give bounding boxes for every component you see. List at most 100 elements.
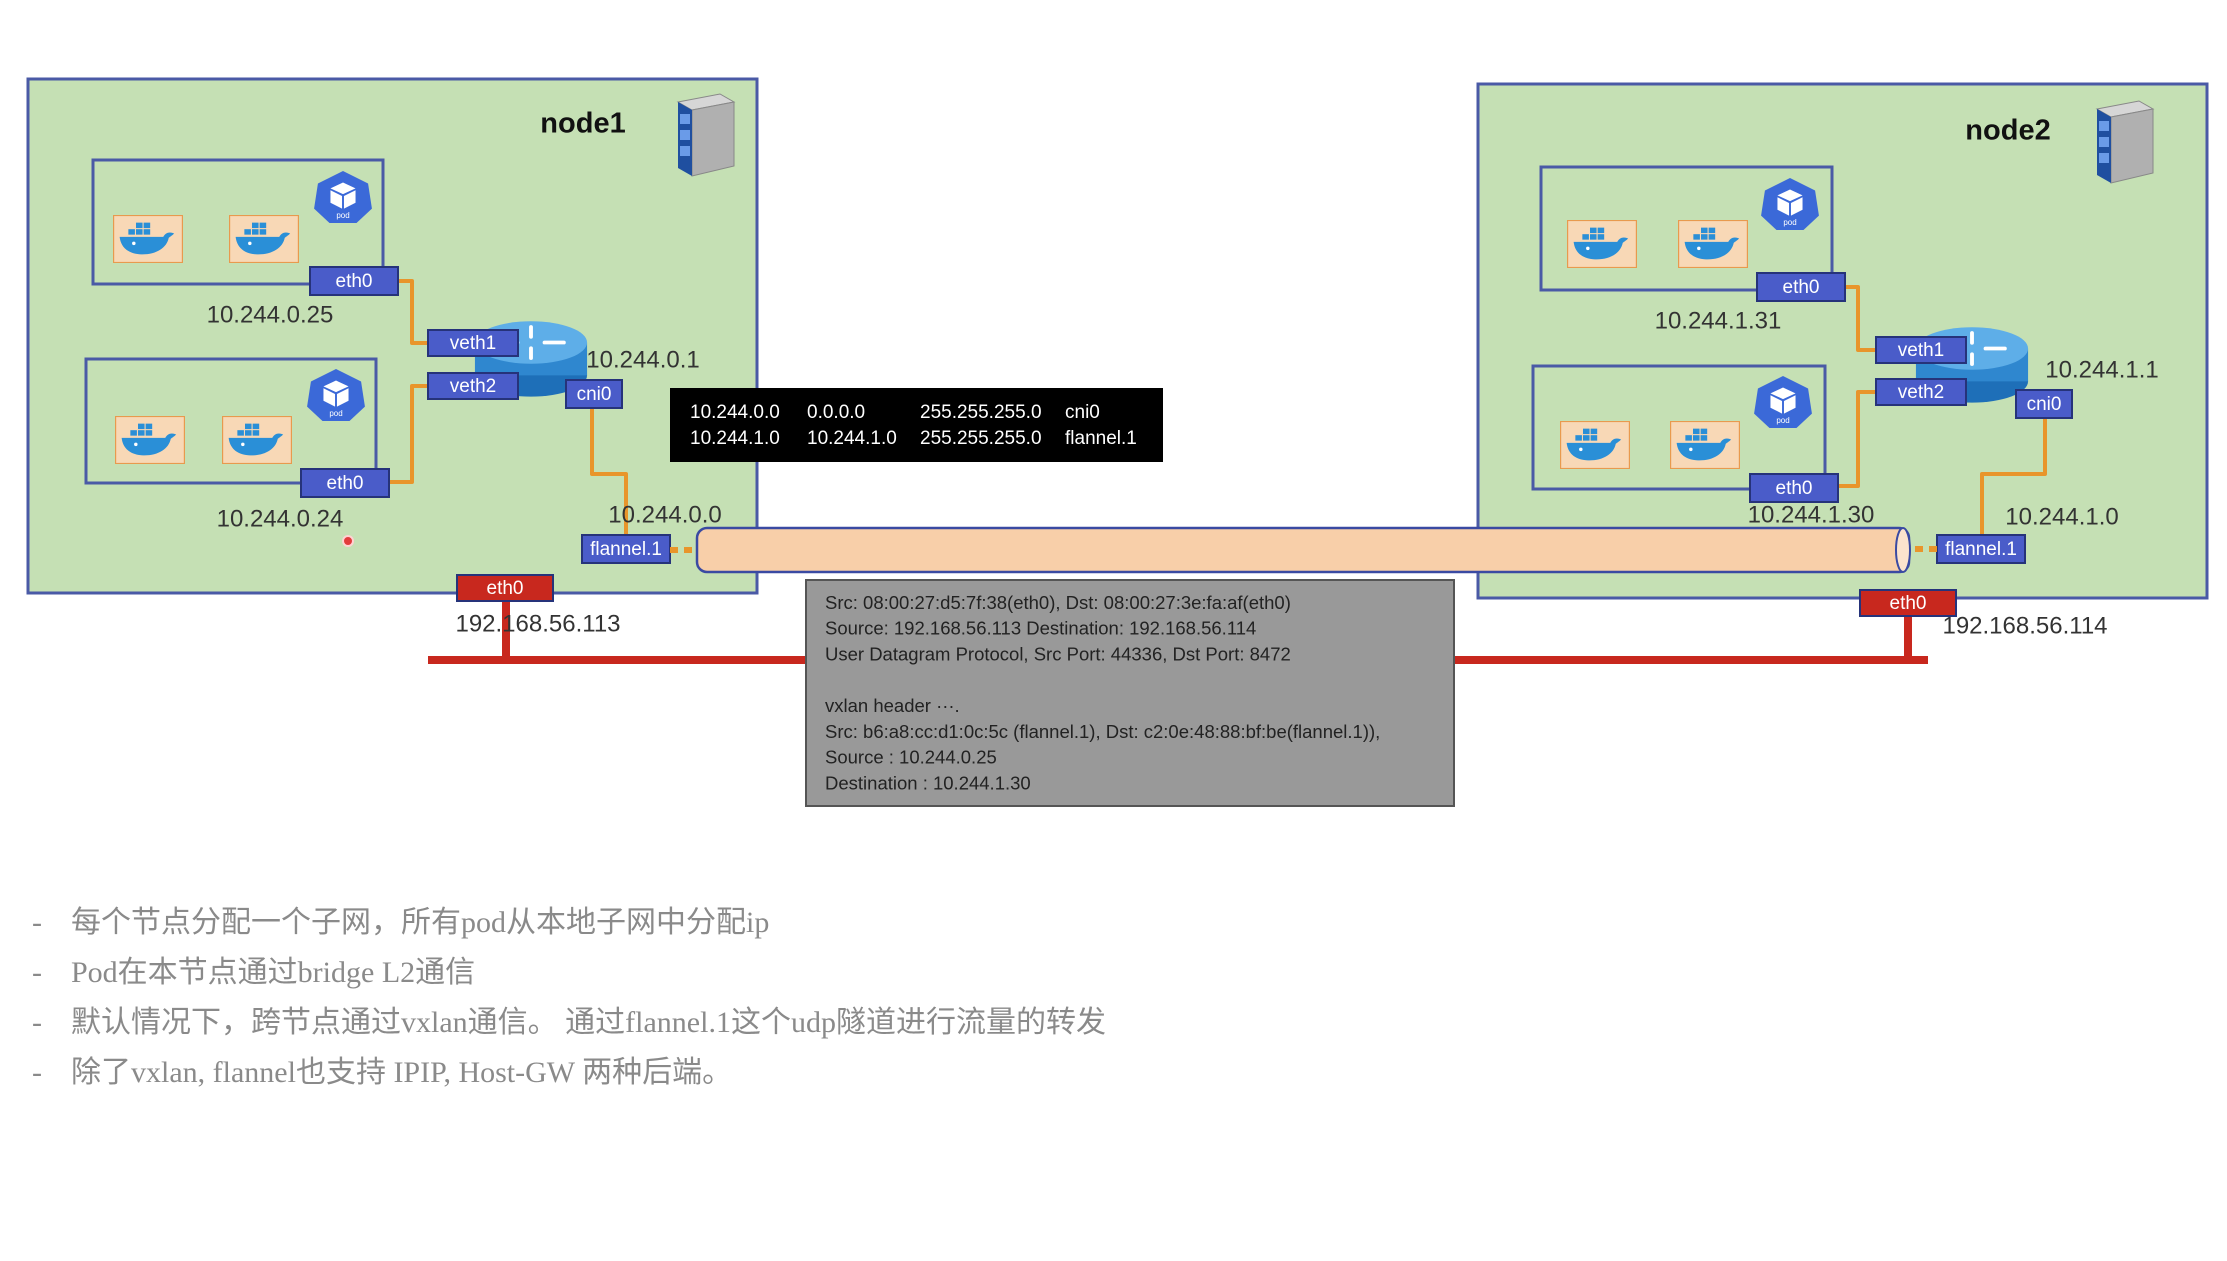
cursor-dot [342, 535, 354, 547]
packet-line: Src: 08:00:27:d5:7f:38(eth0), Dst: 08:00… [825, 592, 1291, 613]
node1-pod1-container-1-icon [113, 215, 183, 263]
node1-host-eth0-label: eth0 [487, 578, 524, 599]
node2-veth1-box [1875, 336, 1967, 364]
node1-pod2-container-1-icon [115, 416, 185, 464]
node1-pod1-eth0: eth0 [309, 266, 399, 296]
node2-cni0-ip: 10.244.1.1 [2045, 356, 2158, 383]
node2-flannel1-box [1936, 534, 2026, 564]
packet-details-bg [805, 579, 1455, 807]
node1-cni0-ip: 10.244.0.1 [586, 346, 699, 373]
node2-host-eth0: eth0 [1859, 589, 1957, 617]
node2-cni0-box [2015, 389, 2073, 419]
packet-line: User Datagram Protocol, Src Port: 44336,… [825, 643, 1291, 664]
route-table-cell: 10.244.1.0 [690, 428, 780, 449]
note-dash: - [32, 1006, 42, 1039]
node2-pod2-ip: 10.244.1.30 [1748, 501, 1875, 528]
node1-pod1-container-2-icon [229, 215, 299, 263]
note-dash: - [32, 1056, 42, 1089]
node1-veth2-box [427, 372, 519, 400]
route-table-cell: cni0 [1065, 402, 1100, 423]
node1-wire-3 [590, 409, 628, 535]
packet-details: Src: 08:00:27:d5:7f:38(eth0), Dst: 08:00… [805, 579, 1455, 807]
node1-host-eth0: eth0 [456, 574, 554, 602]
node1-pod2-eth0: eth0 [300, 468, 390, 498]
note-item: -默认情况下，跨节点通过vxlan通信。 通过flannel.1这个udp隧道进… [32, 998, 1106, 1048]
node1-pod2-ip: 10.244.0.24 [217, 505, 344, 532]
node1-veth2: veth2 [427, 372, 519, 400]
node1-cni0: cni0 [565, 379, 623, 409]
node2-pod1-eth0: eth0 [1756, 272, 1846, 302]
node1-pod2-eth0-box [300, 468, 390, 498]
note-item: -每个节点分配一个子网，所有pod从本地子网中分配ip [32, 898, 1106, 948]
node1-veth1-label: veth1 [450, 333, 496, 354]
node2-veth1: veth1 [1875, 336, 1967, 364]
node2-pod2-eth0-box [1749, 473, 1839, 503]
node2-pod1-eth0-label: eth0 [1783, 277, 1820, 298]
packet-line: Source : 10.244.0.25 [825, 747, 997, 768]
node2-box [1476, 82, 2209, 600]
note-item: -Pod在本节点通过bridge L2通信 [32, 948, 1106, 998]
packet-line: vxlan header ···. [825, 695, 960, 716]
node2-pod1-container-1-icon [1567, 220, 1637, 268]
notes-list: -每个节点分配一个子网，所有pod从本地子网中分配ip-Pod在本节点通过bri… [32, 898, 1106, 1098]
route-table-bg [670, 388, 1163, 462]
node2-wire-3 [1980, 419, 2047, 535]
vxlan-tunnel-end [1895, 527, 1911, 573]
node1-pod1-badge-text: pod [336, 211, 349, 220]
node2-pod1-badge-text: pod [1783, 218, 1796, 227]
note-text: 默认情况下，跨节点通过vxlan通信。 通过flannel.1这个udp隧道进行… [71, 1006, 1106, 1039]
node2-flannel1-label: flannel.1 [1945, 539, 2017, 560]
node1-flannel1-label: flannel.1 [590, 539, 662, 560]
node2-cni0: cni0 [2015, 389, 2073, 419]
node2-host-eth0-box [1859, 589, 1957, 617]
node1-pod1-box [91, 158, 385, 286]
node1-box [26, 77, 759, 595]
node1-flannel1: flannel.1 [581, 534, 671, 564]
node2-veth2: veth2 [1875, 378, 1967, 406]
note-item: -除了vxlan, flannel也支持 IPIP, Host-GW 两种后端。 [32, 1048, 1106, 1098]
node1-veth1: veth1 [427, 329, 519, 357]
node2-pod2-container-1-icon [1560, 421, 1630, 469]
node1-host-ip: 192.168.56.113 [455, 610, 620, 637]
node1-flannel1-ip: 10.244.0.0 [608, 501, 721, 528]
node2-flannel1: flannel.1 [1936, 534, 2026, 564]
node2-wire-2 [1835, 390, 1876, 488]
node2-pod2-eth0-label: eth0 [1776, 478, 1813, 499]
node1-pod2-box [84, 357, 378, 485]
node1-pod1-eth0-label: eth0 [336, 271, 373, 292]
node2-flannel1-ip: 10.244.1.0 [2005, 503, 2118, 530]
node1-pod2-eth0-label: eth0 [327, 473, 364, 494]
node2-pod1-ip: 10.244.1.31 [1655, 307, 1782, 334]
node1-veth2-label: veth2 [450, 376, 496, 397]
node2-veth1-label: veth1 [1898, 340, 1944, 361]
node1-pod2-badge-text: pod [329, 409, 342, 418]
route-table-cell: flannel.1 [1065, 428, 1137, 449]
node2-pod2-eth0: eth0 [1749, 473, 1839, 503]
node2-veth2-label: veth2 [1898, 382, 1944, 403]
note-text: 除了vxlan, flannel也支持 IPIP, Host-GW 两种后端。 [71, 1056, 733, 1089]
node2-pod1-container-2-icon [1678, 220, 1748, 268]
route-table-cell: 0.0.0.0 [807, 402, 865, 423]
note-text: Pod在本节点通过bridge L2通信 [71, 956, 476, 989]
note-text: 每个节点分配一个子网，所有pod从本地子网中分配ip [71, 906, 770, 939]
node1-pod2-container-2-icon [222, 416, 292, 464]
node2-pod2-badge-text: pod [1776, 416, 1789, 425]
route-table-cell: 255.255.255.0 [920, 402, 1042, 423]
node2-server-icon [2096, 100, 2154, 184]
node2-host-ip: 192.168.56.114 [1942, 612, 2107, 639]
node1-title: node1 [540, 108, 625, 140]
node2-pod1-eth0-box [1756, 272, 1846, 302]
vxlan-tunnel [695, 526, 1911, 574]
node1-pod1-eth0-box [309, 266, 399, 296]
node2-host-eth0-label: eth0 [1890, 593, 1927, 614]
node2-pod2-container-2-icon [1670, 421, 1740, 469]
route-table-cell: 10.244.1.0 [807, 428, 897, 449]
node1-pod1-ip: 10.244.0.25 [207, 301, 334, 328]
packet-line: Source: 192.168.56.113 Destination: 192.… [825, 618, 1256, 639]
node1-veth1-box [427, 329, 519, 357]
node1-wire-1 [398, 279, 428, 345]
node2-title: node2 [1965, 115, 2050, 147]
packet-line: Destination : 10.244.1.30 [825, 772, 1031, 793]
